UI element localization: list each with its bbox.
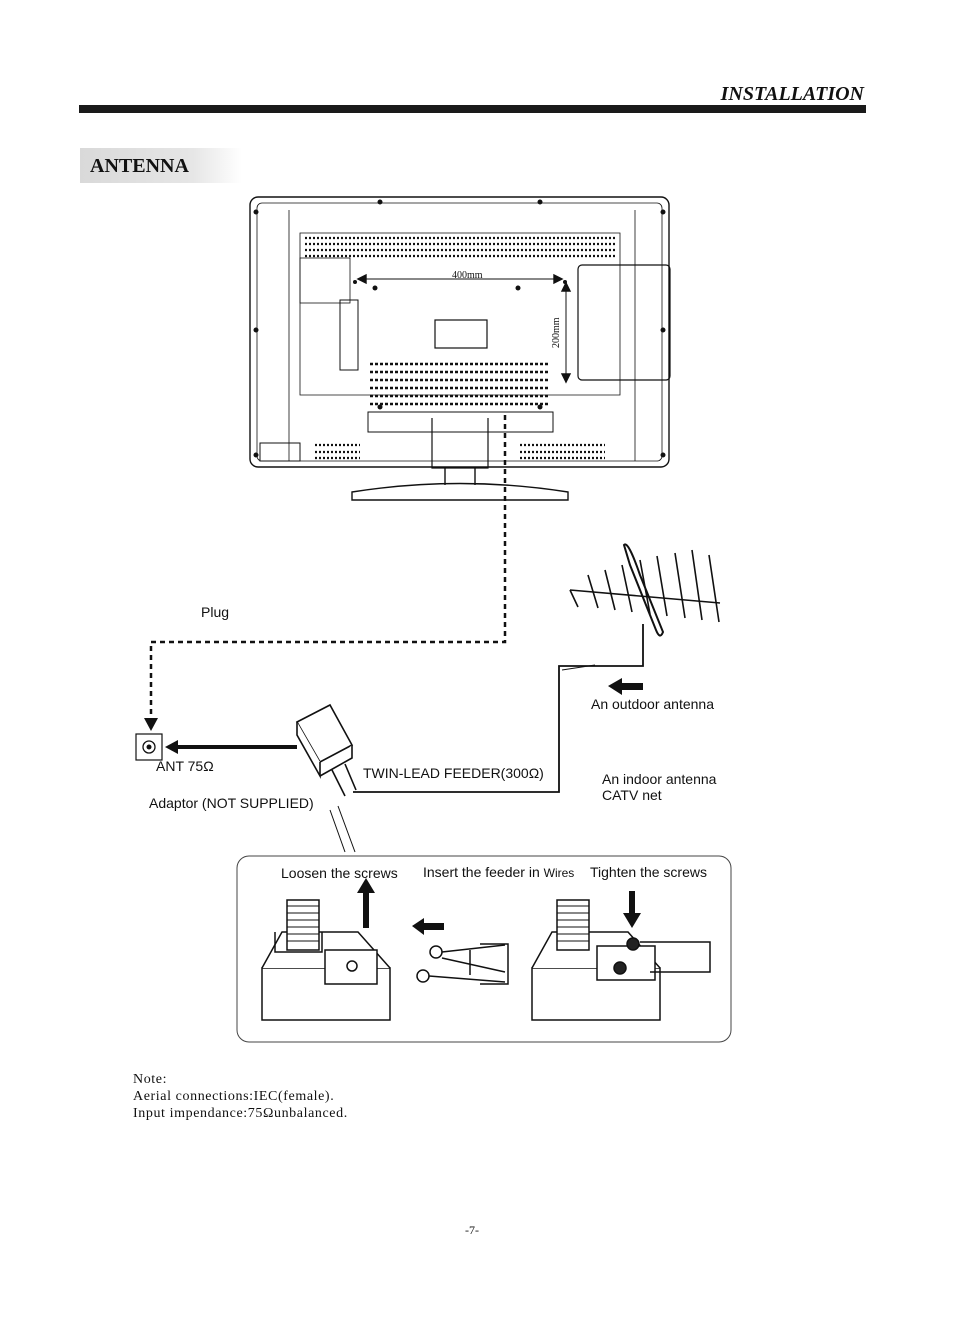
page-number: -7- bbox=[465, 1223, 479, 1237]
down-arrow-to-jack bbox=[144, 718, 158, 731]
note-line-aerial: Aerial connections:IEC(female). bbox=[133, 1089, 335, 1104]
dim-height-label: 200mm bbox=[551, 317, 562, 348]
detail-panel bbox=[236, 855, 732, 1043]
ant-75-label: ANT 75Ω bbox=[156, 758, 214, 774]
dashed-cable bbox=[149, 415, 507, 718]
note-line-impedance: Input impendance:75Ωunbalanced. bbox=[133, 1106, 348, 1121]
header-rule bbox=[79, 105, 866, 113]
tv-rear-illustration bbox=[249, 196, 671, 501]
step-insert-text: Insert the feeder in bbox=[423, 864, 540, 880]
page-header-title: INSTALLATION bbox=[720, 83, 864, 105]
step-tighten-label: Tighten the screws bbox=[590, 864, 707, 880]
dim-width-label: 400mm bbox=[452, 270, 483, 281]
down-arrow-tighten bbox=[623, 891, 641, 928]
terminal-loosen-illustration bbox=[261, 899, 391, 1021]
adaptor-label: Adaptor (NOT SUPPLIED) bbox=[149, 795, 314, 811]
twin-lead-label: TWIN-LEAD FEEDER(300Ω) bbox=[363, 765, 544, 781]
feeder-wires-illustration bbox=[416, 943, 509, 985]
adaptor-illustration bbox=[295, 703, 357, 853]
section-tab bbox=[80, 148, 242, 183]
catv-net-label: CATV net bbox=[602, 787, 662, 803]
ant-jack-icon bbox=[135, 733, 163, 761]
step-insert-small-text: Wires bbox=[543, 866, 575, 880]
note-heading: Note: bbox=[133, 1072, 168, 1087]
left-arrow-insert bbox=[412, 918, 444, 935]
terminal-tighten-illustration bbox=[531, 899, 711, 1021]
step-insert-label: Insert the feeder in Wires bbox=[423, 864, 574, 880]
outdoor-antenna-label: An outdoor antenna bbox=[591, 696, 714, 712]
up-arrow-loosen bbox=[357, 878, 375, 928]
left-arrow-outdoor bbox=[608, 678, 643, 695]
note-block: Note: Aerial connections:IEC(female). In… bbox=[133, 1071, 348, 1122]
outdoor-antenna-illustration bbox=[353, 543, 721, 793]
indoor-antenna-label: An indoor antenna bbox=[602, 771, 717, 787]
step-loosen-label: Loosen the screws bbox=[281, 865, 398, 881]
section-title: ANTENNA bbox=[90, 155, 189, 177]
plug-label: Plug bbox=[201, 604, 230, 620]
arrow-to-jack bbox=[165, 740, 297, 754]
